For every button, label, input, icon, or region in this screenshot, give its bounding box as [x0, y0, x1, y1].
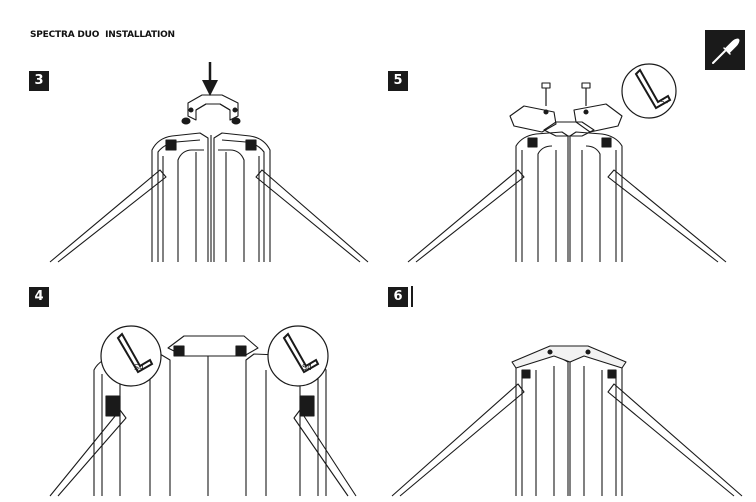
- allen-key-callout-step5: 5-: [621, 63, 677, 119]
- step-number-4: 4: [29, 287, 49, 307]
- step-4-illustration: S4 S4: [49, 325, 357, 497]
- allen-key-size-step5: 5-: [660, 98, 668, 107]
- step-5-illustration: 5-: [407, 63, 727, 263]
- step-6-marker: [411, 286, 413, 307]
- allen-key-size-left: S4: [134, 363, 144, 372]
- step-number-3: 3: [29, 71, 49, 91]
- step-3-illustration: [49, 62, 369, 263]
- allen-key-callout-left: S4: [100, 325, 162, 387]
- screwdriver-icon: [705, 30, 745, 70]
- step-6-illustration: [391, 345, 743, 497]
- step-number-5: 5: [388, 71, 408, 91]
- step-number-6: 6: [388, 287, 408, 307]
- document-title: SPECTRA DUO INSTALLATION: [30, 30, 175, 40]
- insert-arrow: [202, 62, 218, 96]
- allen-key-callout-right: S4: [267, 325, 329, 387]
- allen-key-size-right: S4: [302, 363, 312, 372]
